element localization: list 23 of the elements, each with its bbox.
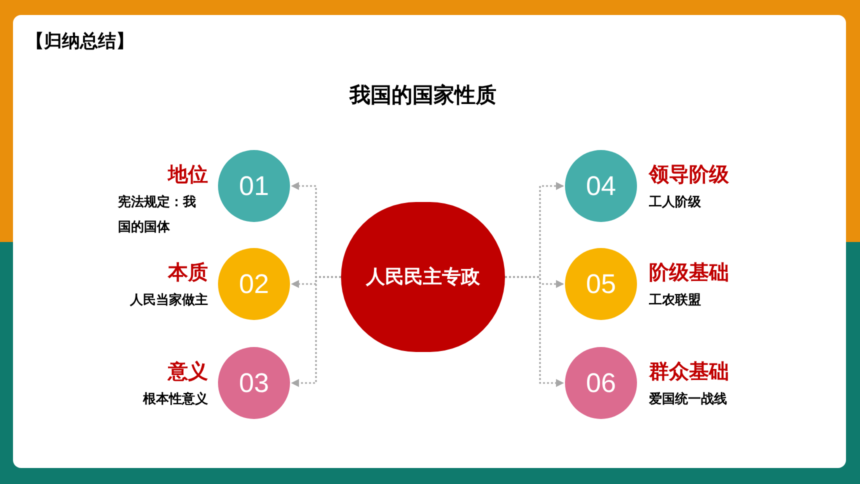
item-heading: 地位 (168, 162, 208, 187)
item-heading: 阶级基础 (649, 260, 729, 285)
item-heading: 意义 (168, 359, 208, 384)
item-heading: 领导阶级 (649, 162, 729, 187)
number-label: 03 (238, 366, 270, 400)
item-description: 工农联盟 (649, 292, 701, 310)
item-description: 根本性意义 (143, 390, 208, 409)
item-heading: 本质 (168, 260, 208, 285)
number-label: 06 (586, 366, 616, 400)
node-label: 人民民主专政 (366, 264, 480, 290)
section-tag: 【归纳总结】 (26, 28, 134, 55)
item-description: 宪法规定：我国的国体 (118, 194, 197, 237)
number-label: 04 (586, 170, 616, 203)
number-label: 02 (238, 268, 270, 301)
item-heading: 群众基础 (649, 359, 729, 384)
item-description: 人民当家做主 (130, 292, 208, 310)
number-label: 01 (238, 170, 270, 203)
number-label: 05 (586, 268, 616, 301)
item-description: 爱国统一战线 (649, 390, 727, 409)
dotted-arrow (505, 276, 564, 387)
item-description: 工人阶级 (649, 194, 701, 212)
dotted-arrow (291, 276, 341, 387)
title: 我国的国家性质 (348, 82, 498, 109)
